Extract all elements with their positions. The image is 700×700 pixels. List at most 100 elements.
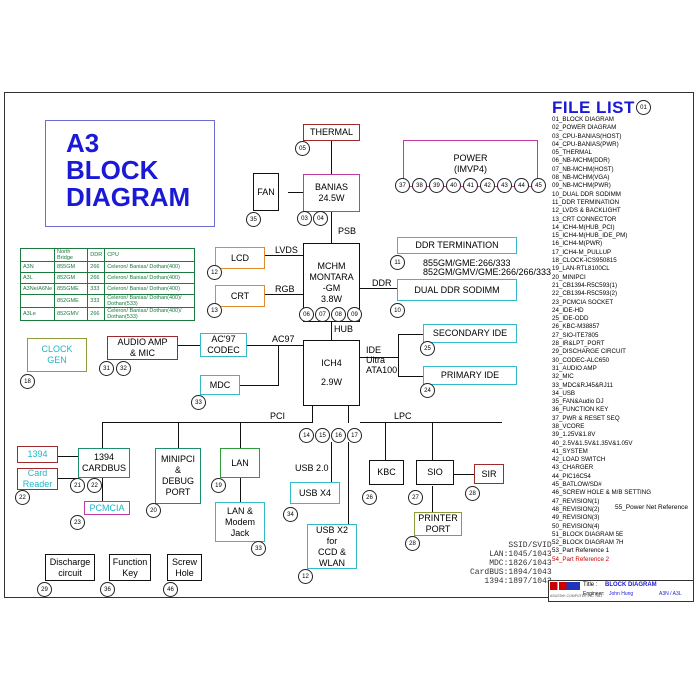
banias-cpu-block: BANIAS 24.5W [303, 174, 360, 212]
ddr-speed-note-1: 855GM/GME:266/333 [423, 258, 511, 268]
ddr-label: DDR [372, 278, 392, 288]
file-list-item: 48_REVISION(2) [552, 505, 600, 513]
file-list-item: 18_CLOCK-ICS950815 [552, 257, 617, 265]
usb-x4-link [331, 442, 332, 482]
lan-modem-jack-block: LAN & Modem Jack [215, 502, 265, 542]
ich4-block: ICH4 2.9W [303, 340, 360, 406]
mdc-block: MDC [200, 375, 240, 395]
page-ref-pin: 05 [295, 141, 310, 156]
power-net-note: 55_Power Net Reference [615, 504, 688, 511]
rgb-label: RGB [275, 284, 295, 294]
lan-drop [240, 422, 241, 448]
ide-ata-label: ATA100 [366, 365, 398, 375]
mdc-vertical-line [278, 345, 279, 385]
table-cell: A3Le [19, 307, 56, 321]
page-ref-pin: 37 [395, 178, 410, 193]
page-ref-pin: 45 [531, 178, 546, 193]
sio-block: SIO [416, 460, 454, 485]
file-list-item: 36_FUNCTION KEY [552, 406, 609, 414]
page-ref-pin: 04 [313, 211, 328, 226]
lan-modem-link [240, 478, 241, 502]
file-list-item: 01_BLOCK DIAGRAM [552, 116, 614, 123]
discharge-circuit-block: Discharge circuit [45, 554, 95, 581]
lan-block: LAN [220, 448, 260, 478]
file-list-item: 12_LVDS & BACKLIGHT [552, 207, 621, 215]
page-ref-pin: 18 [20, 374, 35, 389]
file-list-item: 44_PIC16C54 [552, 472, 591, 480]
file-list-item: 34_USB [552, 389, 576, 397]
table-cell: Celeron/ Banias/ Dothan(400)/ Dothan(533… [104, 307, 195, 321]
ddr-speed-note-2: 852GM/GMV/GME:266/266/333 [423, 267, 552, 277]
file-list-item: 05_THERMAL [552, 149, 592, 157]
table-cell: 855GM [54, 261, 89, 273]
file-list-item: 29_DISCHARGE CIRCUIT [552, 348, 626, 356]
page-ref-pin: 31 [99, 361, 114, 376]
page-ref-pin: 19 [211, 478, 226, 493]
psb-bus-line [331, 212, 332, 244]
file-list-item: 53_Part Reference 1 [552, 547, 610, 555]
mdc-link [240, 385, 279, 386]
table-header-row: North Bridge DDR CPU [19, 248, 195, 262]
rgb-line [265, 294, 303, 295]
file-list-item: 54_Part Reference 2 [552, 555, 610, 563]
lvds-line [265, 255, 303, 256]
diagram-title: A3 BLOCK DIAGRAM [66, 130, 190, 211]
hub-line [331, 322, 332, 340]
ssid-svid-notes: SSID/SVID LAN:1045/1043 MDC:1826/1043 Ca… [470, 541, 552, 586]
lcd-block: LCD [215, 247, 265, 269]
file-list-badge: 01 [636, 100, 651, 115]
page-ref-pin: 40 [446, 178, 461, 193]
file-list-item: 41_SYSTEM [552, 447, 588, 455]
file-list-item: 30_CODEC-ALC650 [552, 356, 610, 364]
file-list-item: 49_REVISION(3) [552, 514, 600, 522]
file-list-item: 24_IDE-HD [552, 306, 584, 314]
table-cell: 266 [87, 261, 106, 273]
ide-bus-line [398, 334, 399, 376]
file-list-item: 42_LOAD SWITCH [552, 456, 606, 464]
file-list-item: 31_AUDIO AMP [552, 364, 597, 372]
table-cell [19, 294, 56, 308]
kbc-drop [385, 422, 386, 460]
file-list-item: 06_NB-MCHM(DDR) [552, 157, 610, 165]
sir-block: SIR [474, 464, 504, 484]
file-list-item: 02_POWER DIAGRAM [552, 124, 617, 132]
page-ref-pin: 11 [390, 255, 405, 270]
page-ref-pin: 38 [412, 178, 427, 193]
page-ref-pin: 36 [100, 582, 115, 597]
pci-bus-line [102, 422, 312, 423]
table-cell: Celeron/ Banias/ Dothan(400) [104, 261, 195, 273]
pcmcia-link [102, 478, 103, 504]
table-cell: 266 [87, 272, 106, 284]
page-ref-pin: 22 [15, 490, 30, 505]
crt-block: CRT [215, 285, 265, 307]
file-list-item: 16_ICH4-M(PWR) [552, 240, 603, 248]
fan-block: FAN [253, 173, 279, 211]
usb-x4-block: USB X4 [290, 482, 340, 504]
file-list-item: 26_KBC-M38857 [552, 323, 600, 331]
page-ref-pin: 15 [315, 428, 330, 443]
page-ref-pin: 28 [465, 486, 480, 501]
table-cell: A3L [19, 272, 56, 284]
dual-ddr-sodimm-block: DUAL DDR SODIMM [397, 279, 517, 301]
page-ref-pin: 16 [331, 428, 346, 443]
page-ref-pin: 07 [315, 307, 330, 322]
page-ref-pin: 08 [331, 307, 346, 322]
secondary-ide-link [398, 334, 423, 335]
printer-link [432, 486, 433, 512]
primary-ide-link [398, 376, 423, 377]
sir-link [454, 474, 474, 475]
usb20-label: USB 2.0 [295, 463, 329, 473]
file-list-item: 17_ICH4-M_PULLUP [552, 248, 612, 256]
file-list-item: 35_FAN&Audio DJ [552, 398, 604, 406]
page-ref-pin: 10 [390, 303, 405, 318]
page-ref-pin: 17 [347, 428, 362, 443]
pci-label: PCI [270, 411, 286, 421]
page-ref-pin: 42 [480, 178, 495, 193]
page-ref-pin: 22 [87, 478, 102, 493]
file-list-item: 04_CPU-BANIAS(PWR) [552, 140, 619, 148]
ide-label: IDE [366, 345, 382, 355]
file-list-title: FILE LIST [552, 98, 635, 117]
file-list-item: 50_REVISION(4) [552, 522, 600, 530]
usb-x2-block: USB X2 for CCD & WLAN [307, 524, 357, 569]
table-cell: 333 [87, 294, 106, 308]
